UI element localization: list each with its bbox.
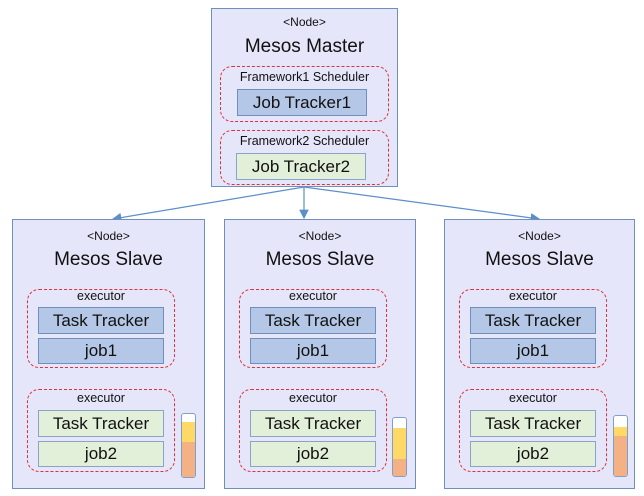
slave-title: Mesos Slave	[265, 249, 375, 270]
gauge-yellow-segment	[614, 426, 627, 436]
job-tracker-2: Job Tracker2	[236, 153, 366, 180]
resource-gauge	[181, 413, 196, 478]
job-box: job2	[470, 441, 596, 467]
task-tracker-box: Task Tracker	[38, 410, 164, 437]
executor-1: executor Task Tracker job1	[239, 289, 387, 368]
task-tracker-box: Task Tracker	[250, 307, 376, 334]
node-tag: <Node>	[298, 229, 342, 243]
gauge-orange-segment	[182, 442, 195, 477]
job-tracker-1: Job Tracker1	[237, 89, 367, 116]
framework1-scheduler: Framework1 Scheduler Job Tracker1	[220, 66, 389, 122]
framework2-scheduler: Framework2 Scheduler Job Tracker2	[220, 130, 389, 185]
executor-label: executor	[509, 289, 557, 303]
mesos-slave-node-1: <Node> Mesos Slave executor Task Tracker…	[12, 219, 205, 489]
task-tracker-box: Task Tracker	[250, 410, 376, 437]
arrow-to-slave-3	[303, 186, 541, 223]
slave-title: Mesos Slave	[485, 249, 594, 270]
job-box: job1	[470, 338, 596, 364]
mesos-slave-node-2: <Node> Mesos Slave executor Task Tracker…	[224, 219, 416, 489]
gauge-yellow-segment	[393, 428, 406, 459]
executor-2: executor Task Tracker job2	[239, 389, 387, 472]
executor-2: executor Task Tracker job2	[27, 389, 175, 472]
executor-label: executor	[289, 391, 337, 405]
scheduler-label: Framework2 Scheduler	[239, 134, 370, 148]
resource-gauge	[392, 417, 407, 477]
gauge-yellow-segment	[182, 421, 195, 443]
executor-1: executor Task Tracker job1	[459, 289, 607, 368]
gauge-orange-segment	[393, 458, 406, 476]
scheduler-label: Framework1 Scheduler	[239, 70, 370, 84]
mesos-master-node: <Node> Mesos Master Framework1 Scheduler…	[211, 8, 398, 187]
executor-label: executor	[77, 391, 125, 405]
executor-label: executor	[509, 391, 557, 405]
job-box: job2	[38, 441, 164, 467]
executor-1: executor Task Tracker job1	[27, 289, 175, 368]
job-box: job1	[250, 338, 376, 364]
task-tracker-box: Task Tracker	[38, 307, 164, 334]
node-tag: <Node>	[87, 229, 130, 243]
node-tag: <Node>	[518, 229, 561, 243]
job-box: job2	[250, 441, 376, 467]
gauge-orange-segment	[614, 435, 627, 476]
task-tracker-box: Task Tracker	[470, 410, 596, 437]
node-tag: <Node>	[283, 15, 326, 29]
executor-label: executor	[77, 289, 125, 303]
executor-label: executor	[289, 289, 337, 303]
arrow-to-slave-1	[111, 186, 305, 223]
master-title: Mesos Master	[244, 36, 365, 57]
executor-2: executor Task Tracker job2	[459, 389, 607, 472]
slave-title: Mesos Slave	[54, 249, 163, 270]
job-box: job1	[38, 338, 164, 364]
mesos-slave-node-3: <Node> Mesos Slave executor Task Tracker…	[444, 219, 635, 489]
task-tracker-box: Task Tracker	[470, 307, 596, 334]
resource-gauge	[613, 415, 628, 477]
